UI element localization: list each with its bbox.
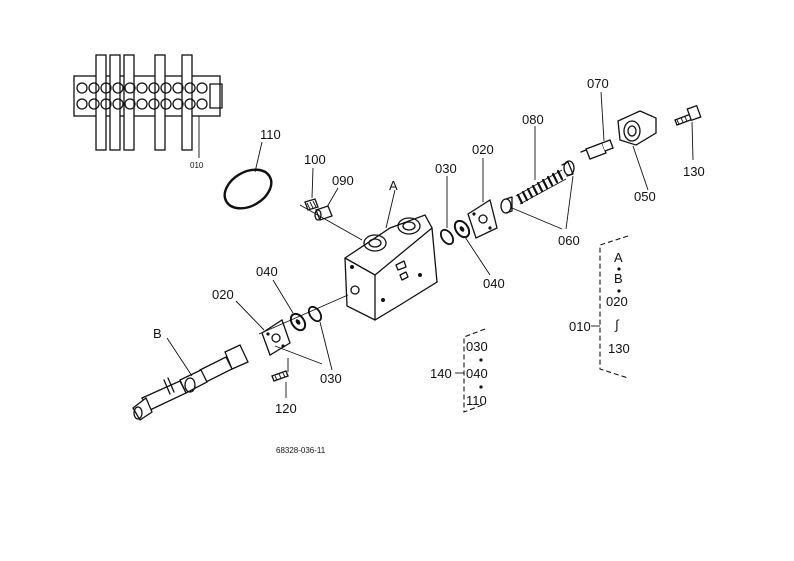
drawing-number: 68328-036-11 (276, 446, 326, 455)
kit-010-item-2: B (614, 271, 623, 286)
bolt-130: 130 (674, 104, 705, 179)
callout-030-bottom: 030 (320, 371, 342, 386)
valve-section-body-A: A (344, 178, 438, 321)
kit-010-item-3: 020 (606, 294, 628, 309)
o-ring-110: 110 (223, 127, 281, 210)
o-ring-030-right: 030 (435, 161, 457, 246)
plug-090: 090 (314, 173, 354, 221)
callout-090: 090 (332, 173, 354, 188)
callout-030-top: 030 (435, 161, 457, 176)
callout-A: A (389, 178, 398, 193)
valve-assembly-overview: 010 (73, 54, 223, 170)
plate-020-left: 020 (212, 287, 291, 356)
part-100: 100 (304, 152, 326, 211)
callout-060: 060 (558, 233, 580, 248)
callout-050: 050 (634, 189, 656, 204)
kit-140-label: 140 (430, 366, 452, 381)
assembly-axis-upper (299, 204, 363, 241)
callout-010-overview: 010 (190, 161, 204, 170)
kit-140-item-3: 110 (466, 393, 487, 408)
callout-020-left: 020 (212, 287, 234, 302)
seat-060: 060 (500, 160, 580, 248)
callout-040-left: 040 (256, 264, 278, 279)
callout-130: 130 (683, 164, 705, 179)
kit-010-item-1: A (614, 250, 623, 265)
kit-010-range-symbol: ∫ (614, 317, 620, 332)
callout-B: B (153, 326, 162, 341)
kit-010-label: 010 (569, 319, 591, 334)
callout-120: 120 (275, 401, 297, 416)
kit-140-item-2: 040 (466, 366, 488, 381)
spring-080: 080 (515, 112, 567, 205)
kit-140-legend: 140 030 040 110 (430, 328, 488, 413)
kit-010-legend: 010 A B 020 ∫ 130 (569, 235, 630, 379)
screw-120: 120 (271, 345, 323, 416)
callout-040-right: 040 (483, 276, 505, 291)
cap-050: 050 (617, 110, 657, 204)
callout-110: 110 (260, 127, 281, 142)
plate-020-right: 020 (467, 142, 498, 239)
o-ring-030-left: 030 (307, 305, 342, 386)
kit-140-item-1: 030 (466, 339, 488, 354)
callout-070: 070 (587, 76, 609, 91)
callout-100: 100 (304, 152, 326, 167)
poppet-070: 070 (580, 76, 614, 160)
callout-020-top: 020 (472, 142, 494, 157)
kit-010-item-4: 130 (608, 341, 630, 356)
callout-080: 080 (522, 112, 544, 127)
spool-B: B (132, 294, 349, 421)
washer-040-right: 040 (453, 219, 505, 291)
washer-040-left: 040 (256, 264, 307, 332)
